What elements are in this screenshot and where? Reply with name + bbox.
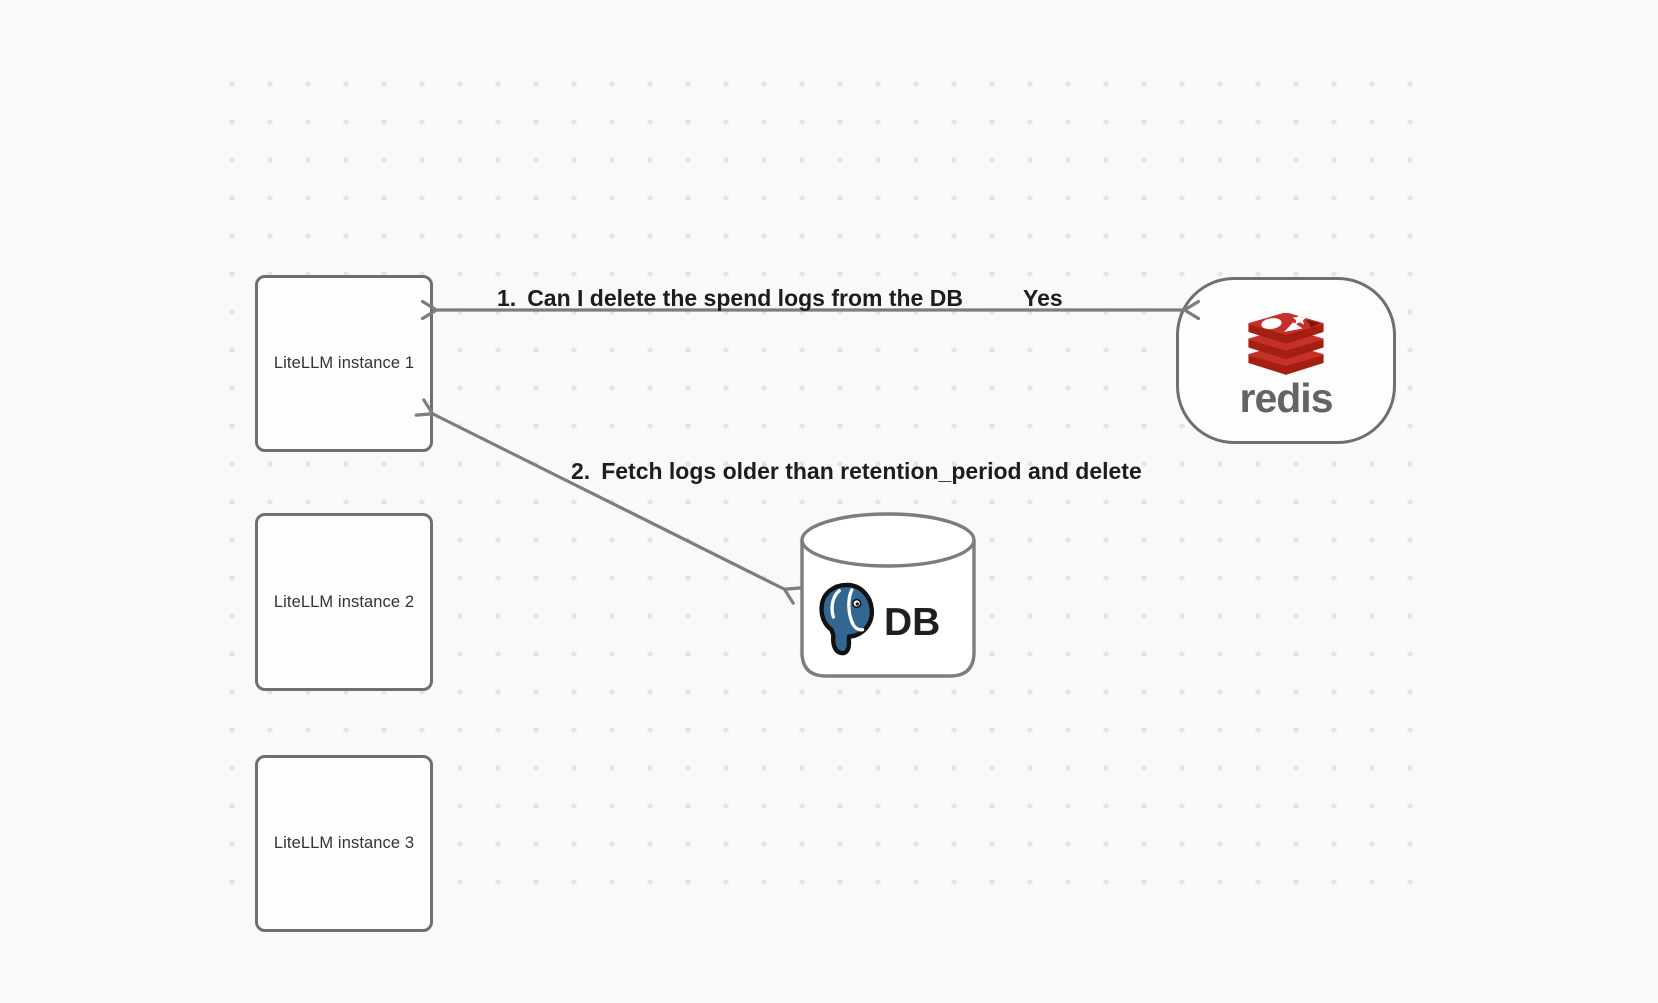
database-cylinder-icon — [800, 512, 976, 678]
node-redis[interactable]: redis — [1176, 277, 1396, 444]
node-litellm-instance-2[interactable]: LiteLLM instance 2 — [255, 513, 433, 691]
arrow2-label-text: Fetch logs older than retention_period a… — [601, 458, 1142, 484]
arrow1-label-text: Can I delete the spend logs from the DB — [527, 285, 963, 311]
arrow-litellm-db[interactable] — [414, 398, 803, 605]
db-node-label: DB — [884, 601, 941, 644]
node-litellm-instance-3-label: LiteLLM instance 3 — [273, 834, 415, 852]
arrow1-response-label: Yes — [1023, 286, 1063, 310]
arrow2-label-number: 2. — [571, 458, 591, 484]
arrow1-label: 1. Can I delete the spend logs from the … — [497, 286, 963, 310]
node-litellm-instance-1[interactable]: LiteLLM instance 1 — [255, 275, 433, 452]
node-litellm-instance-2-label: LiteLLM instance 2 — [273, 592, 415, 611]
node-litellm-instance-3[interactable]: LiteLLM instance 3 — [255, 755, 433, 932]
arrow1-response-text: Yes — [1023, 285, 1063, 311]
arrow2-label: 2. Fetch logs older than retention_perio… — [571, 459, 1142, 483]
redis-wordmark: redis — [1239, 375, 1334, 421]
node-db-cylinder[interactable] — [797, 510, 979, 680]
redis-logo-icon — [1248, 313, 1324, 375]
node-litellm-instance-1-label: LiteLLM instance 1 — [273, 354, 415, 372]
arrow1-label-number: 1. — [497, 285, 517, 311]
